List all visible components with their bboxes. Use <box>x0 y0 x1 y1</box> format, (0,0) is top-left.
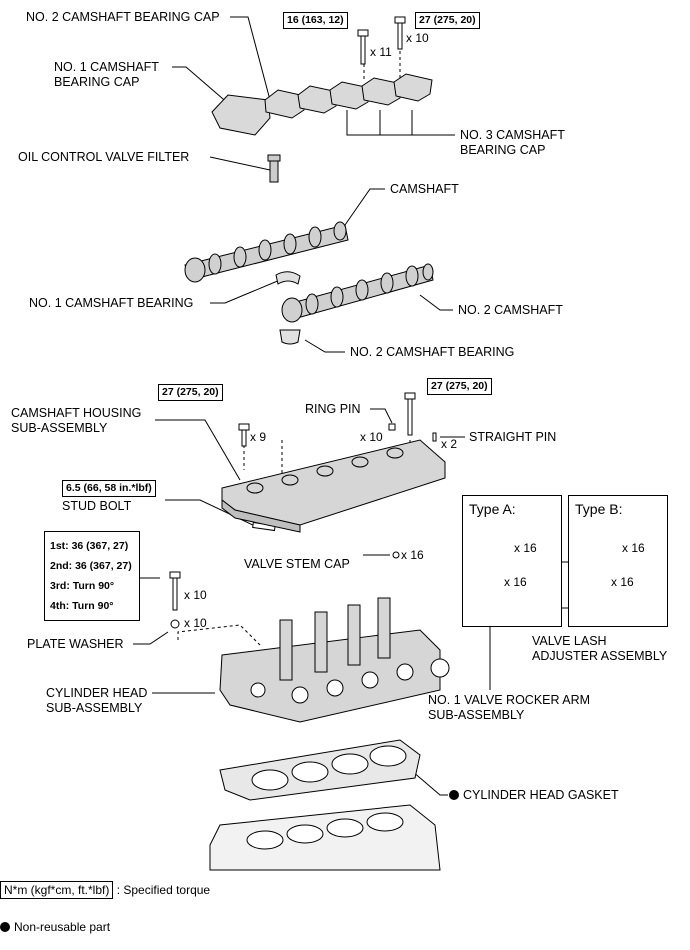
label-gasket: CYLINDER HEAD GASKET <box>463 788 619 802</box>
label-no2-bearing-cap: NO. 2 CAMSHAFT BEARING CAP <box>26 10 220 24</box>
camshaft-shape <box>184 221 349 283</box>
torque-housing-bolt-right: 27 (275, 20) <box>427 378 492 395</box>
torque-cap-bolt-small: 16 (163, 12) <box>283 12 348 29</box>
legend-torque-box: N*m (kgf*cm, ft.*lbf) <box>0 881 114 899</box>
leader-no2-camshaft <box>419 294 453 311</box>
ocv-filter-shape <box>267 154 281 183</box>
label-ring-pin: RING PIN <box>305 402 361 416</box>
type-a-box: Type A: <box>462 495 562 627</box>
leader-ocv <box>209 156 271 171</box>
count-cap-bolt-small: x 11 <box>370 45 392 59</box>
type-a-title: Type A: <box>469 501 516 517</box>
leader-gasket <box>404 764 448 796</box>
leader-no1-bearing <box>210 279 281 304</box>
leader-housing <box>155 419 241 481</box>
label-straight-pin: STRAIGHT PIN <box>469 430 557 444</box>
cylinder-head-shape <box>219 597 450 723</box>
label-no2-bearing: NO. 2 CAMSHAFT BEARING <box>350 345 515 359</box>
label-plate-washer: PLATE WASHER <box>27 637 124 651</box>
non-reusable-dot-icon <box>0 922 10 932</box>
gasket-nonreusable-dot <box>449 790 459 800</box>
cap-bolt-small <box>357 29 369 65</box>
count-straight-pin: x 2 <box>441 437 458 451</box>
valve-stem-cap-shape <box>392 551 400 559</box>
housing-bolt-right <box>404 392 416 436</box>
cap-bolt-large <box>394 16 406 50</box>
leader-no3-cap <box>346 110 455 136</box>
straight-pin-shape <box>432 432 437 442</box>
type-b-title: Type B: <box>575 501 623 517</box>
torque-stud-bolt: 6.5 (66, 58 in.*lbf) <box>62 480 156 497</box>
housing-bolt-left <box>238 423 250 447</box>
type-b-box: Type B: <box>568 495 668 627</box>
count-type-a-lash: x 16 <box>504 575 527 589</box>
torque-housing-bolt-left: 27 (275, 20) <box>158 384 223 401</box>
count-type-b-rocker: x 16 <box>622 541 645 555</box>
engine-block-shape <box>209 804 441 871</box>
no2-bearing-cap-shapes <box>264 73 433 119</box>
head-bolt <box>169 571 181 611</box>
camshaft-housing-shape <box>221 439 446 533</box>
torque-head-bolt-steps: 1st: 36 (367, 27) 2nd: 36 (367, 27) 3rd:… <box>44 531 140 621</box>
no2-camshaft-shape <box>281 263 434 323</box>
count-plate-washer: x 10 <box>184 616 207 630</box>
label-camshaft: CAMSHAFT <box>390 182 459 196</box>
gasket-shape <box>219 739 421 801</box>
label-stud-bolt: STUD BOLT <box>62 499 132 513</box>
leader-ring-pin <box>370 408 393 424</box>
leader-no2-cap <box>230 16 271 101</box>
legend-non-reusable-text: Non-reusable part <box>14 920 111 934</box>
legend-torque: N*m (kgf*cm, ft.*lbf) : Specified torque <box>0 881 210 899</box>
no2-bearing-shape <box>279 329 301 345</box>
no1-bearing-cap-shape <box>211 94 271 136</box>
count-type-a-rocker: x 16 <box>514 541 537 555</box>
label-valve-stem-cap: VALVE STEM CAP <box>244 557 350 571</box>
legend-non-reusable: Non-reusable part <box>0 920 110 934</box>
leader-no1-cap <box>172 66 231 106</box>
count-valve-stem-cap: x 16 <box>401 548 424 562</box>
count-housing-bolt-left: x 9 <box>250 430 267 444</box>
count-ring-pin: x 10 <box>360 430 383 444</box>
leader-no2-bearing <box>304 339 345 353</box>
no1-bearing-shape <box>275 271 301 285</box>
count-type-b-lash: x 16 <box>611 575 634 589</box>
label-ocv-filter: OIL CONTROL VALVE FILTER <box>18 150 190 164</box>
leader-plate-washer <box>133 631 169 645</box>
torque-cap-bolt-large: 27 (275, 20) <box>415 12 480 29</box>
plate-washer-ring <box>170 619 180 629</box>
label-no1-bearing: NO. 1 CAMSHAFT BEARING <box>29 296 194 310</box>
count-head-bolt: x 10 <box>184 588 207 602</box>
label-no2-camshaft: NO. 2 CAMSHAFT <box>458 303 563 317</box>
ring-pin-shape <box>388 423 396 431</box>
leader-camshaft <box>344 188 385 226</box>
legend-torque-desc: : Specified torque <box>116 883 211 897</box>
count-cap-bolt-large: x 10 <box>406 31 429 45</box>
